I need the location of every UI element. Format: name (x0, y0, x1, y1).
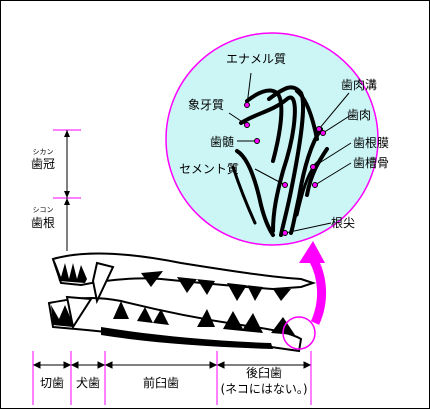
crown-label: 歯冠 (31, 157, 55, 171)
label-apex: 根尖 (331, 216, 355, 230)
label-periodontal-ligament: 歯根膜 (353, 136, 389, 150)
label-canine: 犬歯 (76, 376, 100, 390)
magnify-arrow-head (299, 241, 325, 263)
label-gingiva: 歯肉 (347, 108, 371, 122)
tooth-type-arrows (32, 361, 312, 369)
magnify-origin-circle (282, 316, 316, 350)
label-gingival-sulcus: 歯肉溝 (341, 78, 377, 92)
leader-lines (228, 72, 352, 236)
jaw-teeth (51, 261, 295, 349)
label-dentin: 象牙質 (188, 97, 224, 112)
root-label: 歯根 (31, 216, 55, 230)
label-incisor: 切歯 (40, 376, 64, 390)
crown-root-scale (53, 129, 81, 251)
label-premolar: 前臼歯 (143, 375, 179, 390)
label-cementum: セメント質 (179, 161, 239, 176)
crown-ruby: シカン (33, 148, 54, 156)
magnified-tooth-circle (165, 32, 379, 246)
label-molar-note: (ネコにはない。) (220, 382, 307, 396)
tooth-cross-section (231, 85, 329, 237)
magnify-arrow (308, 256, 327, 325)
label-molar: 後臼歯 (246, 365, 282, 380)
tooth-type-scale (32, 351, 312, 405)
label-pulp: 歯髄 (210, 134, 234, 149)
root-ruby: シコン (33, 206, 54, 214)
label-enamel: エナメル質 (226, 51, 286, 66)
label-alveolar-bone: 歯槽骨 (353, 156, 389, 170)
